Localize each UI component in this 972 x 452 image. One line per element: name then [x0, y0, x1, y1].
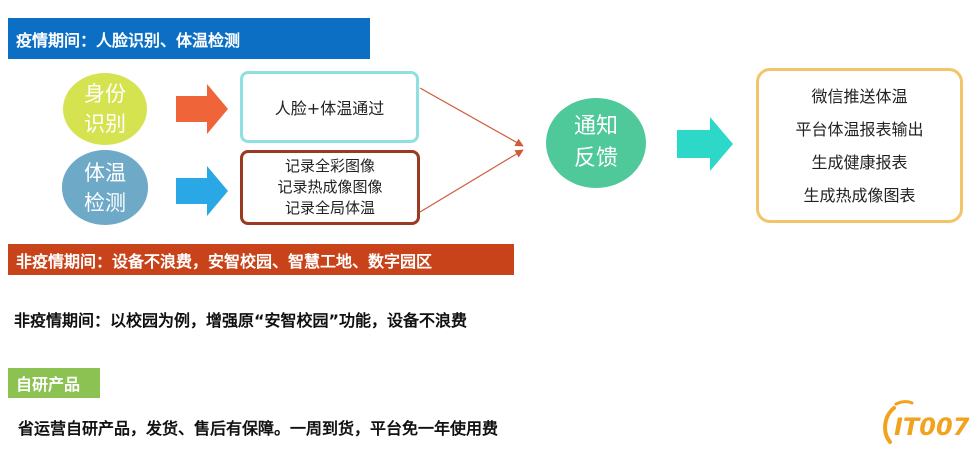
arrow-blue-icon: [176, 166, 228, 216]
temperature-circle-line-2: 检测: [84, 190, 126, 215]
identity-recognition-circle: 身份 识别: [63, 73, 147, 145]
face-temp-pass-box: 人脸+体温通过: [240, 71, 419, 143]
identity-circle-line-2: 识别: [84, 112, 126, 136]
record-item: 记录热成像图像: [277, 178, 383, 196]
arrow-teal-icon: [677, 117, 733, 171]
connector-line-top: [419, 87, 524, 147]
it007-logo: IT007: [883, 400, 970, 444]
non-epidemic-description: 非疫情期间：以校园为例，增强原“安智校园”功能，设备不浪费: [14, 311, 468, 330]
record-item: 记录全局体温: [284, 199, 375, 217]
output-item: 生成热成像图表: [803, 185, 916, 205]
face-temp-pass-label: 人脸+体温通过: [274, 99, 385, 118]
temperature-circle-line-1: 体温: [84, 160, 126, 185]
output-box: 微信推送体温 平台体温报表输出 生成健康报表 生成热成像图表: [756, 68, 963, 223]
output-item: 生成健康报表: [811, 152, 908, 172]
svg-text:IT007: IT007: [894, 413, 970, 441]
notify-circle-line-1: 通知: [573, 114, 618, 139]
temperature-detection-circle: 体温 检测: [62, 150, 148, 225]
notify-circle-line-2: 反馈: [573, 146, 618, 171]
non-epidemic-banner: 非疫情期间：设备不浪费，安智校园、智慧工地、数字园区: [8, 244, 514, 275]
self-product-banner: 自研产品: [8, 368, 100, 398]
connector-line-bottom: [419, 149, 524, 213]
notify-feedback-circle: 通知 反馈: [546, 98, 646, 188]
identity-circle-line-1: 身份: [84, 82, 126, 106]
output-item: 平台体温报表输出: [795, 119, 924, 139]
arrow-orange-icon: [176, 84, 228, 134]
self-product-description: 省运营自研产品，发货、售后有保障。一周到货，平台免一年使用费: [18, 419, 499, 438]
record-item: 记录全彩图像: [284, 157, 375, 175]
record-box: 记录全彩图像 记录热成像图像 记录全局体温: [240, 150, 420, 225]
epidemic-banner: 疫情期间：人脸识别、体温检测: [8, 18, 370, 59]
output-item: 微信推送体温: [811, 86, 908, 106]
